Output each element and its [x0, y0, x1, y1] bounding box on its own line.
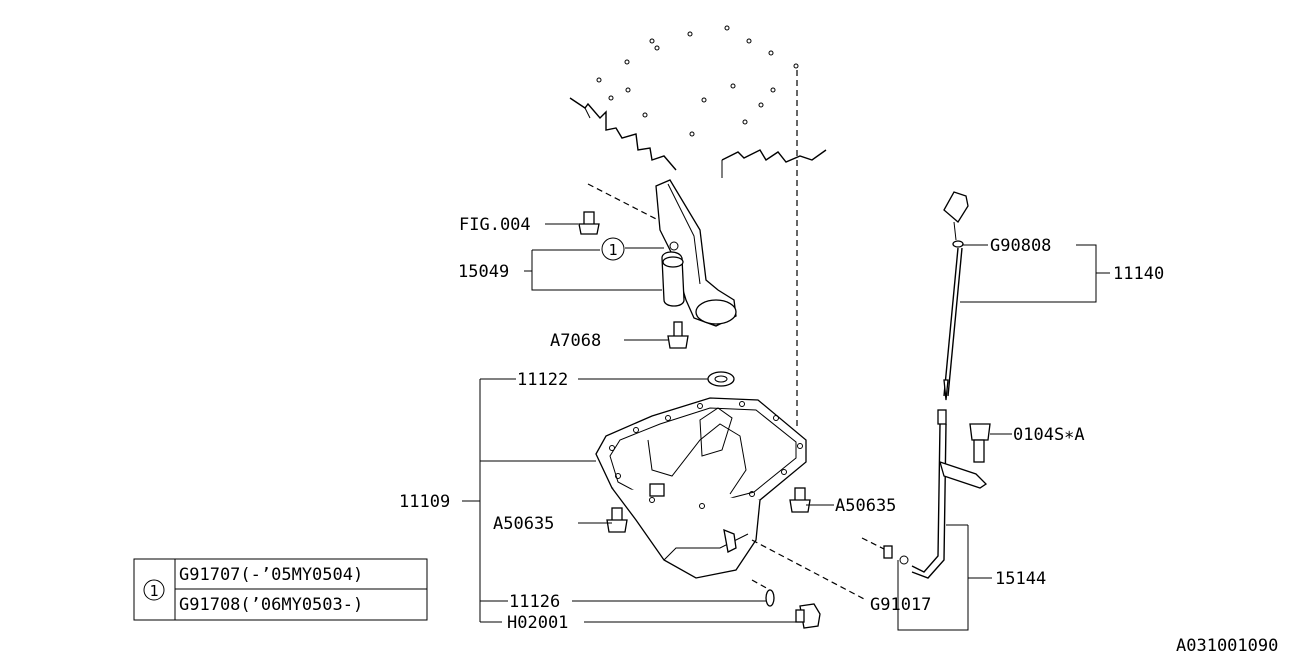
label-0104s[interactable]: 0104S∗A [1013, 425, 1085, 445]
oil-pan-drawing [595, 371, 807, 579]
label-a7068[interactable]: A7068 [550, 331, 601, 351]
drain-gasket [765, 589, 775, 607]
legend-marker-number: 1 [149, 582, 158, 600]
legend-table: 1 G91707(-’05MY0504) G91708(’06MY0503-) [133, 558, 428, 621]
legend-row-2[interactable]: G91708(’06MY0503-) [179, 595, 363, 615]
label-15144[interactable]: 15144 [995, 569, 1046, 589]
label-fig004[interactable]: FIG.004 [459, 215, 531, 235]
oil-strainer-drawing [587, 179, 737, 327]
bolt-a50635-left [606, 507, 628, 533]
legend-row-1[interactable]: G91707(-’05MY0504) [179, 565, 363, 585]
bolt-0104s [969, 423, 991, 463]
leader-lines [462, 223, 1110, 631]
bolt-a50635-right [789, 487, 811, 513]
label-g90808[interactable]: G90808 [990, 236, 1051, 256]
drain-dashed-line [751, 539, 867, 601]
bolt-fig004 [578, 211, 600, 235]
circle-ref-marker [601, 237, 625, 261]
diagram-id: A031001090 [1176, 636, 1278, 653]
label-11122[interactable]: 11122 [517, 370, 568, 390]
bolt-a7068 [667, 321, 689, 349]
label-11140[interactable]: 11140 [1113, 264, 1164, 284]
label-15049[interactable]: 15049 [458, 262, 509, 282]
label-g91017[interactable]: G91017 [870, 595, 931, 615]
drain-plug [795, 603, 821, 629]
oil-level-gauge-drawing [943, 191, 969, 401]
label-a50635-left[interactable]: A50635 [493, 514, 554, 534]
label-11126[interactable]: 11126 [509, 592, 560, 612]
oil-gauge-guide-drawing [861, 409, 988, 579]
label-11109[interactable]: 11109 [399, 492, 450, 512]
engine-block-drawing [569, 25, 827, 178]
label-h02001[interactable]: H02001 [507, 613, 568, 633]
circle-ref-number: 1 [608, 241, 617, 259]
legend-circle-marker [143, 579, 165, 601]
label-a50635-right[interactable]: A50635 [835, 496, 896, 516]
